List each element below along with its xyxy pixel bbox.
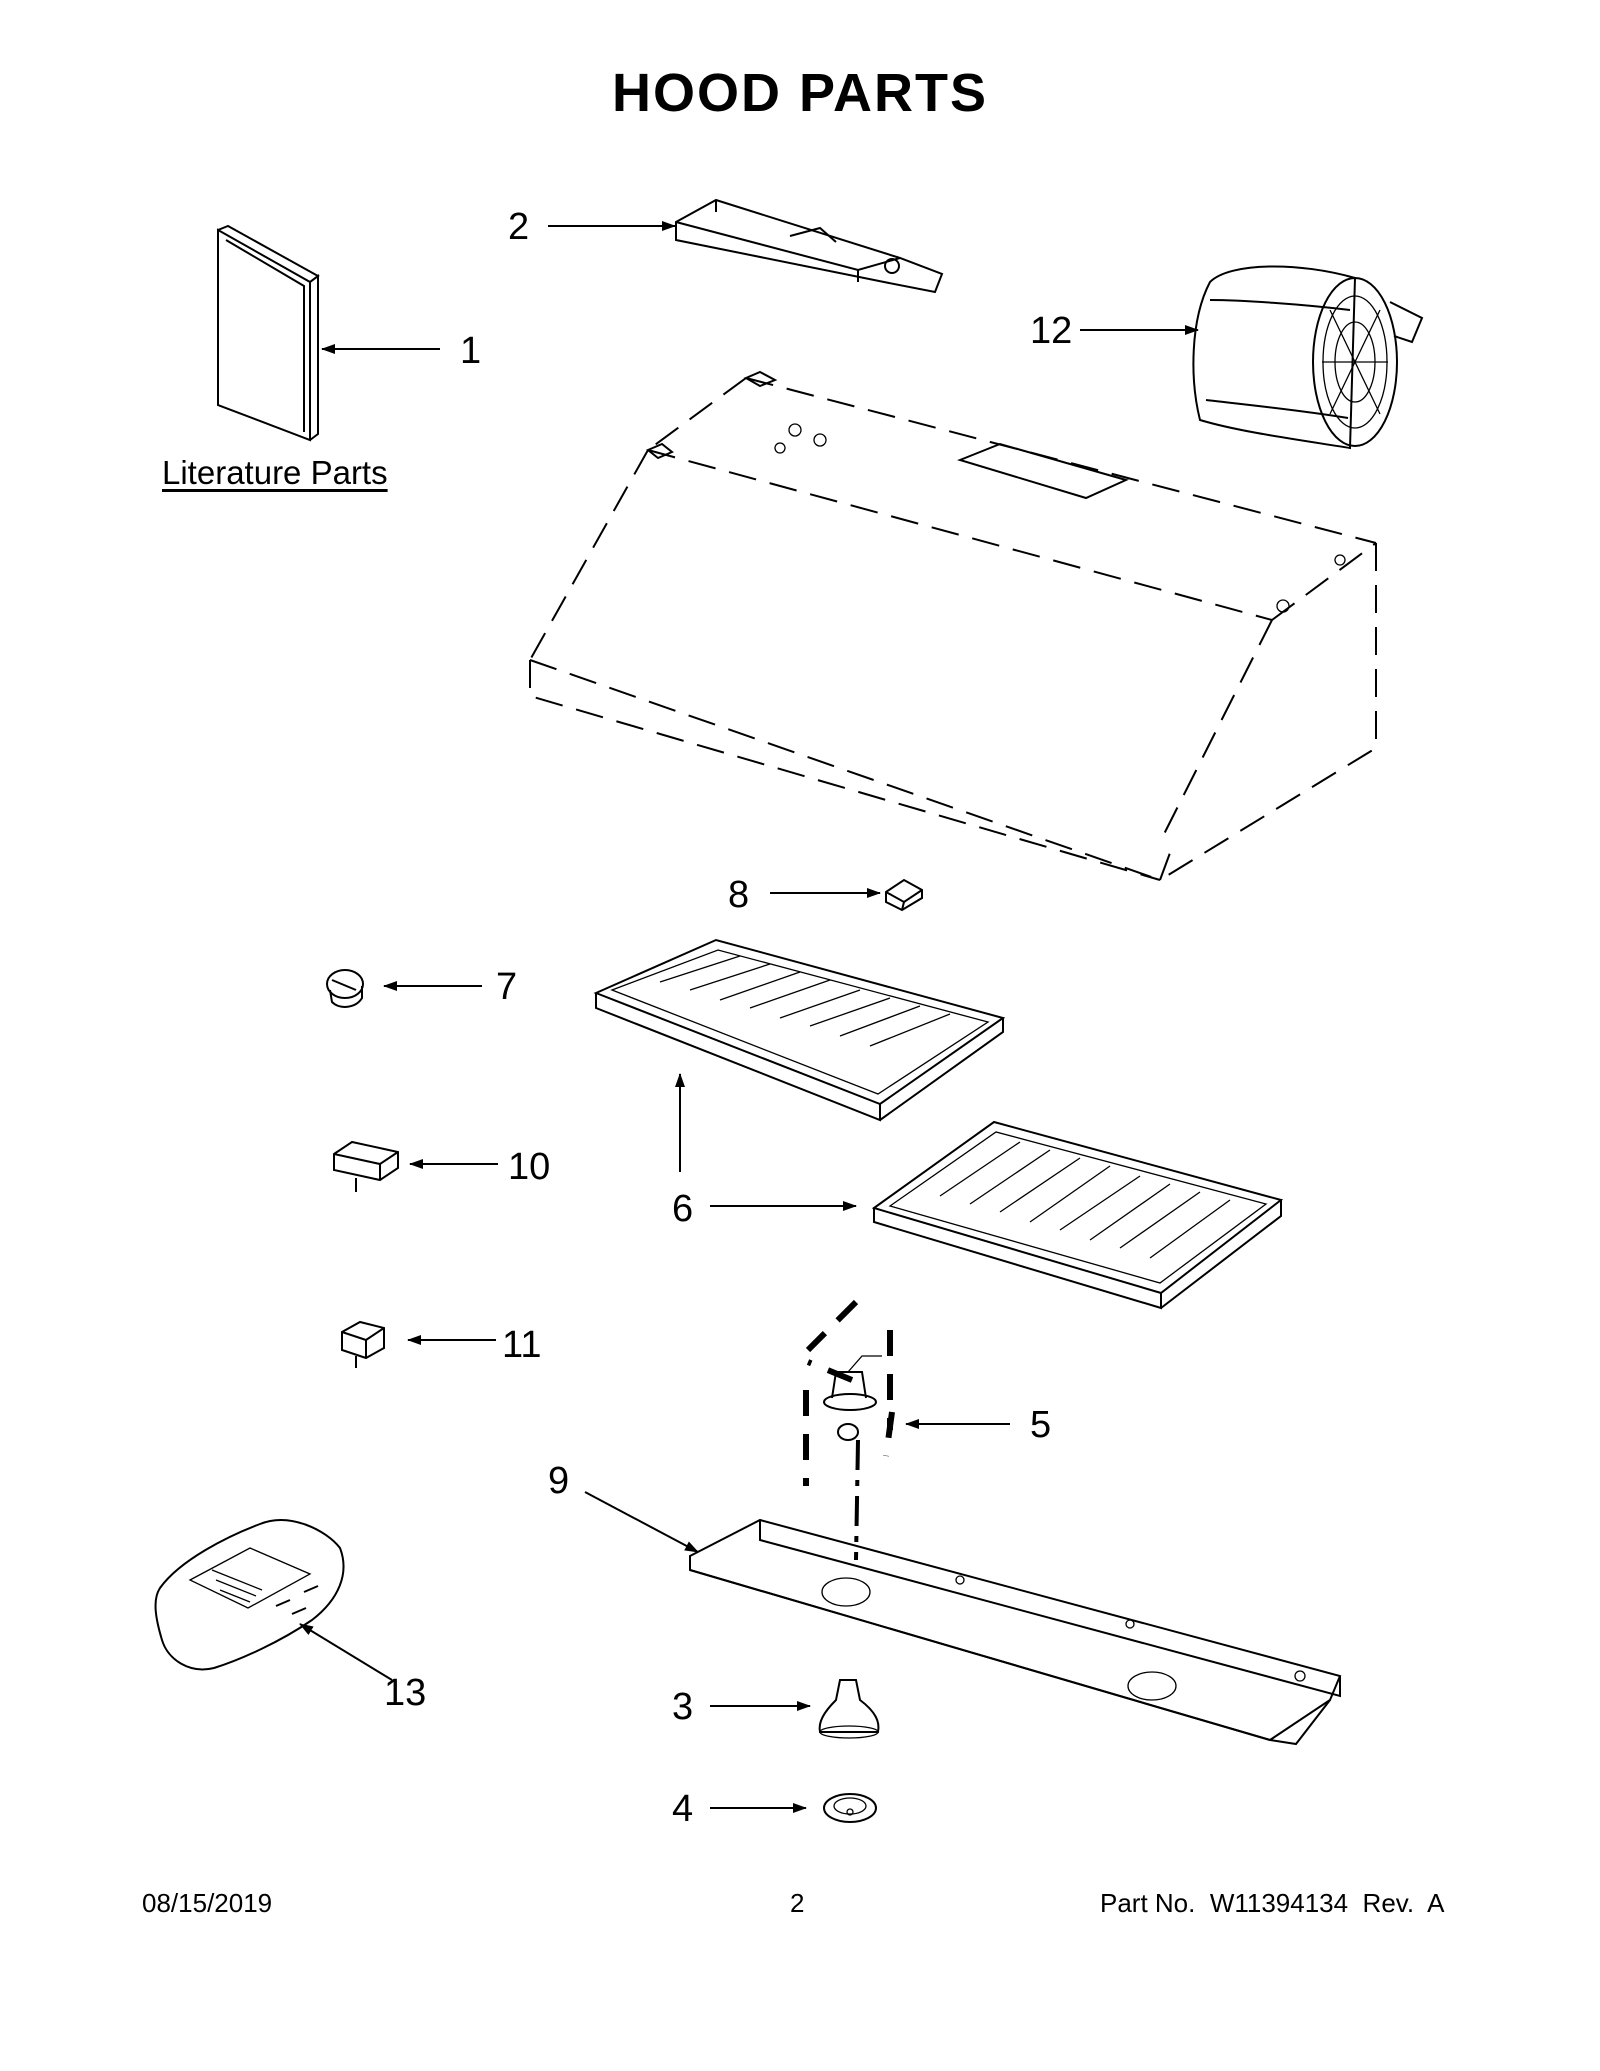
knob-illustration bbox=[326, 969, 364, 1008]
callout-8: 8 bbox=[728, 874, 750, 916]
grease-filter-bottom-illustration bbox=[871, 1120, 1284, 1310]
arrow-9 bbox=[584, 1491, 699, 1553]
callout-10: 10 bbox=[508, 1146, 551, 1188]
literature-book-illustration bbox=[217, 224, 320, 442]
switch-10-illustration bbox=[333, 1140, 399, 1192]
junction-box-illustration bbox=[675, 198, 944, 294]
callout-13: 13 bbox=[384, 1672, 427, 1714]
callout-7: 7 bbox=[496, 966, 518, 1008]
callout-5: 5 bbox=[1030, 1404, 1052, 1446]
arrow-13 bbox=[299, 1623, 393, 1681]
hood-body-illustration bbox=[529, 370, 1377, 881]
blower-motor-illustration bbox=[1192, 265, 1424, 450]
callout-2: 2 bbox=[508, 206, 530, 248]
callout-9: 9 bbox=[548, 1460, 570, 1502]
lamp-socket-illustration bbox=[803, 1299, 895, 1561]
callout-12: 12 bbox=[1030, 310, 1073, 352]
callout-11: 11 bbox=[502, 1324, 542, 1366]
lens-illustration bbox=[823, 1793, 877, 1823]
callout-3: 3 bbox=[672, 1686, 694, 1728]
switch-11-illustration bbox=[341, 1320, 385, 1368]
callout-1: 1 bbox=[460, 330, 482, 372]
grease-filter-top-illustration bbox=[593, 938, 1006, 1122]
switch-illustration bbox=[885, 878, 923, 912]
footer-date: 08/15/2019 bbox=[142, 1888, 273, 1918]
bulb-illustration bbox=[818, 1679, 880, 1739]
callout-6: 6 bbox=[672, 1188, 694, 1230]
literature-parts-label: Literature Parts bbox=[162, 454, 388, 491]
footer-page-number: 2 bbox=[790, 1888, 805, 1918]
light-panel-illustration bbox=[689, 1518, 1342, 1746]
page-title: HOOD PARTS bbox=[611, 63, 988, 123]
callout-4: 4 bbox=[672, 1788, 694, 1830]
manual-sheet-illustration bbox=[154, 1519, 345, 1671]
footer-part-number: Part No. W11394134 Rev. A bbox=[1100, 1888, 1445, 1918]
